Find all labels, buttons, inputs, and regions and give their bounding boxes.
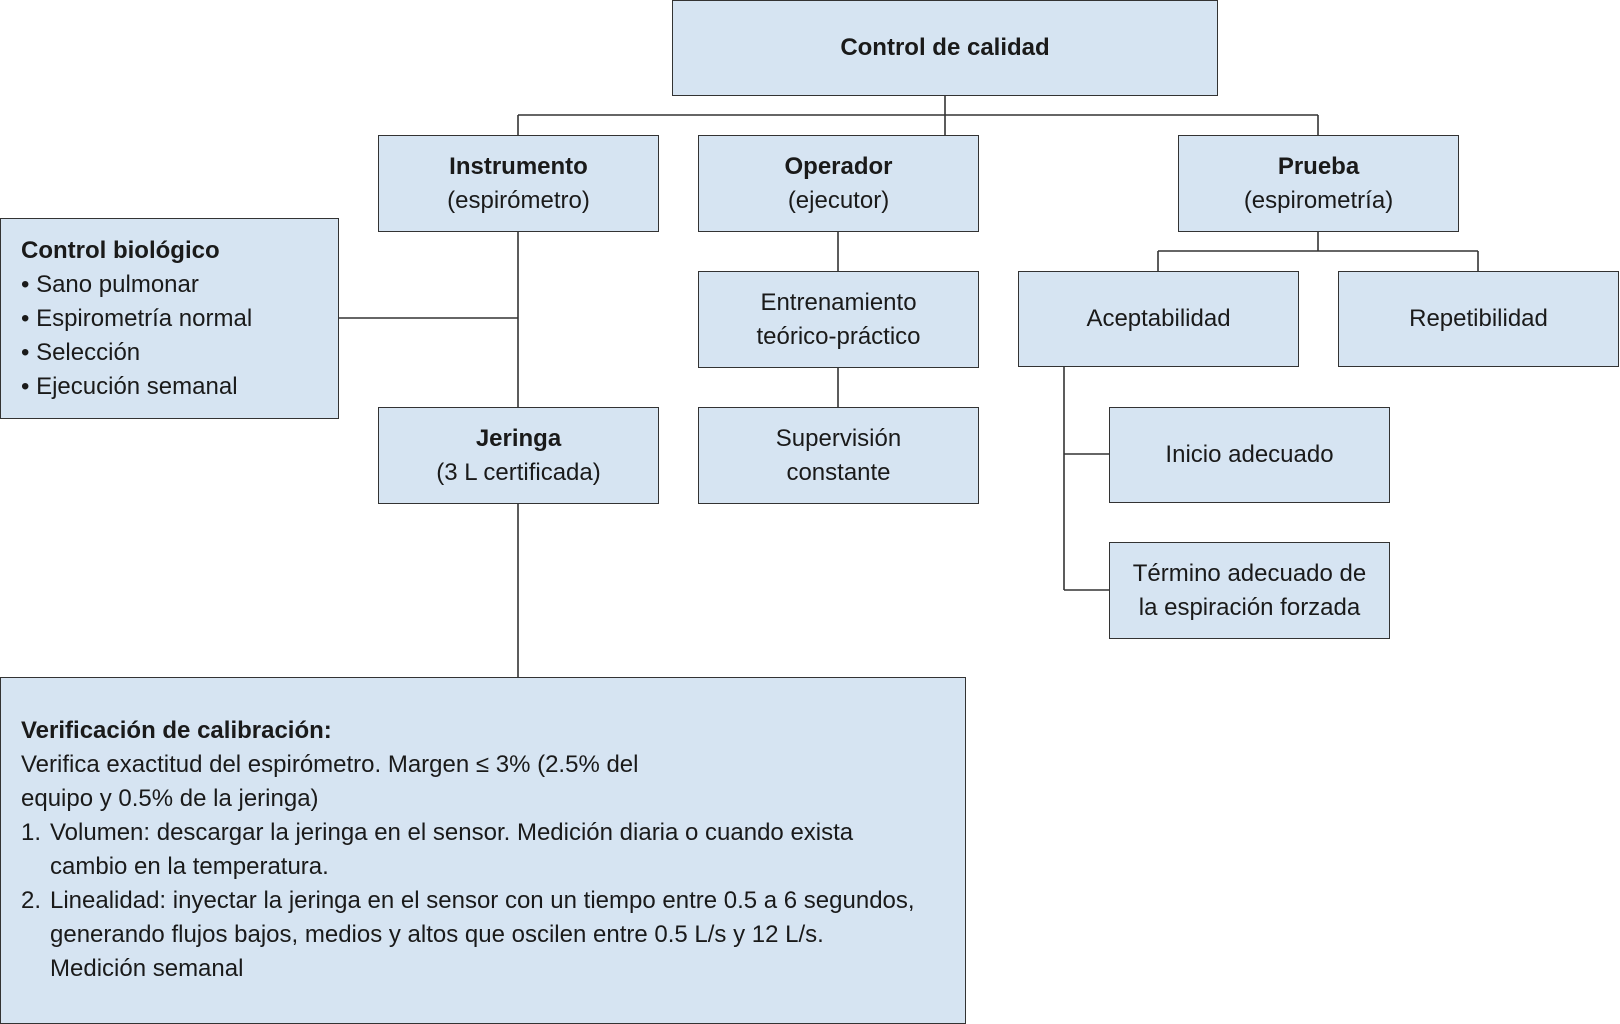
list-item: 2. Linealidad: inyectar la jeringa en el… <box>21 884 921 986</box>
prueba-subtitle: (espirometría) <box>1243 186 1394 214</box>
instrumento-subtitle: (espirómetro) <box>447 186 590 214</box>
inicio-box: Inicio adecuado <box>1109 407 1390 503</box>
aceptabilidad-box: Aceptabilidad <box>1018 271 1299 367</box>
jeringa-subtitle: (3 L certificada) <box>436 458 601 486</box>
step-number: 1. <box>21 819 42 846</box>
termino-line1: Término adecuado de <box>1132 559 1367 587</box>
aceptabilidad-label: Aceptabilidad <box>1086 305 1231 332</box>
step-text: Linealidad: inyectar la jeringa en el se… <box>50 887 915 982</box>
list-item: 1. Volumen: descargar la jeringa en el s… <box>21 816 921 884</box>
verificacion-steps: 1. Volumen: descargar la jeringa en el s… <box>21 816 921 986</box>
prueba-title: Prueba <box>1277 152 1360 180</box>
step-number: 2. <box>21 887 42 914</box>
entrenamiento-box: Entrenamiento teórico-práctico <box>698 271 979 368</box>
verificacion-intro-line1: Verifica exactitud del espirómetro. Marg… <box>21 751 639 778</box>
repetibilidad-box: Repetibilidad <box>1338 271 1619 367</box>
prueba-box: Prueba (espirometría) <box>1178 135 1459 232</box>
list-item: Sano pulmonar <box>21 268 252 302</box>
entrenamiento-line1: Entrenamiento <box>760 288 917 316</box>
root-box: Control de calidad <box>672 0 1218 96</box>
list-item: Ejecución semanal <box>21 370 252 404</box>
jeringa-box: Jeringa (3 L certificada) <box>378 407 659 504</box>
instrumento-box: Instrumento (espirómetro) <box>378 135 659 232</box>
entrenamiento-line2: teórico-práctico <box>756 322 921 350</box>
operador-box: Operador (ejecutor) <box>698 135 979 232</box>
list-item: Espirometría normal <box>21 302 252 336</box>
verificacion-intro-line2: equipo y 0.5% de la jeringa) <box>21 785 319 812</box>
control-biologico-list: Sano pulmonar Espirometría normal Selecc… <box>21 268 252 404</box>
jeringa-title: Jeringa <box>475 424 562 452</box>
control-biologico-box: Control biológico Sano pulmonar Espirome… <box>0 218 339 419</box>
root-title: Control de calidad <box>840 34 1050 61</box>
operador-subtitle: (ejecutor) <box>787 186 890 214</box>
supervision-line1: Supervisión <box>775 424 902 452</box>
list-item: Selección <box>21 336 252 370</box>
control-biologico-title: Control biológico <box>21 237 220 264</box>
instrumento-title: Instrumento <box>449 152 588 180</box>
verificacion-title: Verificación de calibración: <box>21 717 332 744</box>
supervision-box: Supervisión constante <box>698 407 979 504</box>
operador-title: Operador <box>784 152 893 180</box>
supervision-line2: constante <box>786 458 891 486</box>
step-text: Volumen: descargar la jeringa en el sens… <box>50 819 854 880</box>
termino-box: Término adecuado de la espiración forzad… <box>1109 542 1390 639</box>
inicio-label: Inicio adecuado <box>1165 441 1334 468</box>
repetibilidad-label: Repetibilidad <box>1409 305 1548 332</box>
termino-line2: la espiración forzada <box>1138 593 1361 621</box>
verificacion-box: Verificación de calibración: Verifica ex… <box>0 677 966 1024</box>
